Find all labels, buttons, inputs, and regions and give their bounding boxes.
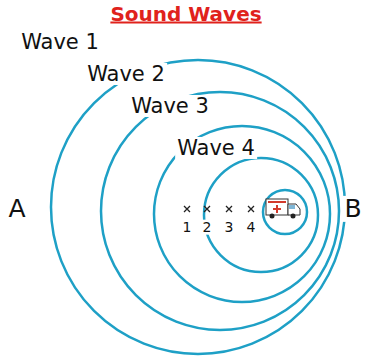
- callout-number: 1: [181, 220, 194, 235]
- point-label: B: [342, 196, 363, 222]
- callout-number: 3: [223, 220, 236, 235]
- wave-circle: [51, 60, 345, 354]
- wave-circle: [101, 92, 339, 330]
- wave-label: Wave 3: [129, 95, 211, 117]
- ambulance-icon: [266, 199, 300, 219]
- wave-circle: [204, 158, 318, 272]
- wave-label: Wave 1: [19, 31, 101, 53]
- position-marks: [184, 206, 254, 212]
- callout-number: 2: [201, 220, 214, 235]
- point-label: A: [6, 196, 27, 222]
- callout-number: 4: [245, 220, 258, 235]
- wave-label: Wave 4: [175, 137, 257, 159]
- wave-circle: [263, 190, 307, 234]
- diagram-title: Sound Waves: [110, 4, 261, 25]
- wave-label: Wave 2: [85, 63, 167, 85]
- wave-circle: [154, 126, 330, 302]
